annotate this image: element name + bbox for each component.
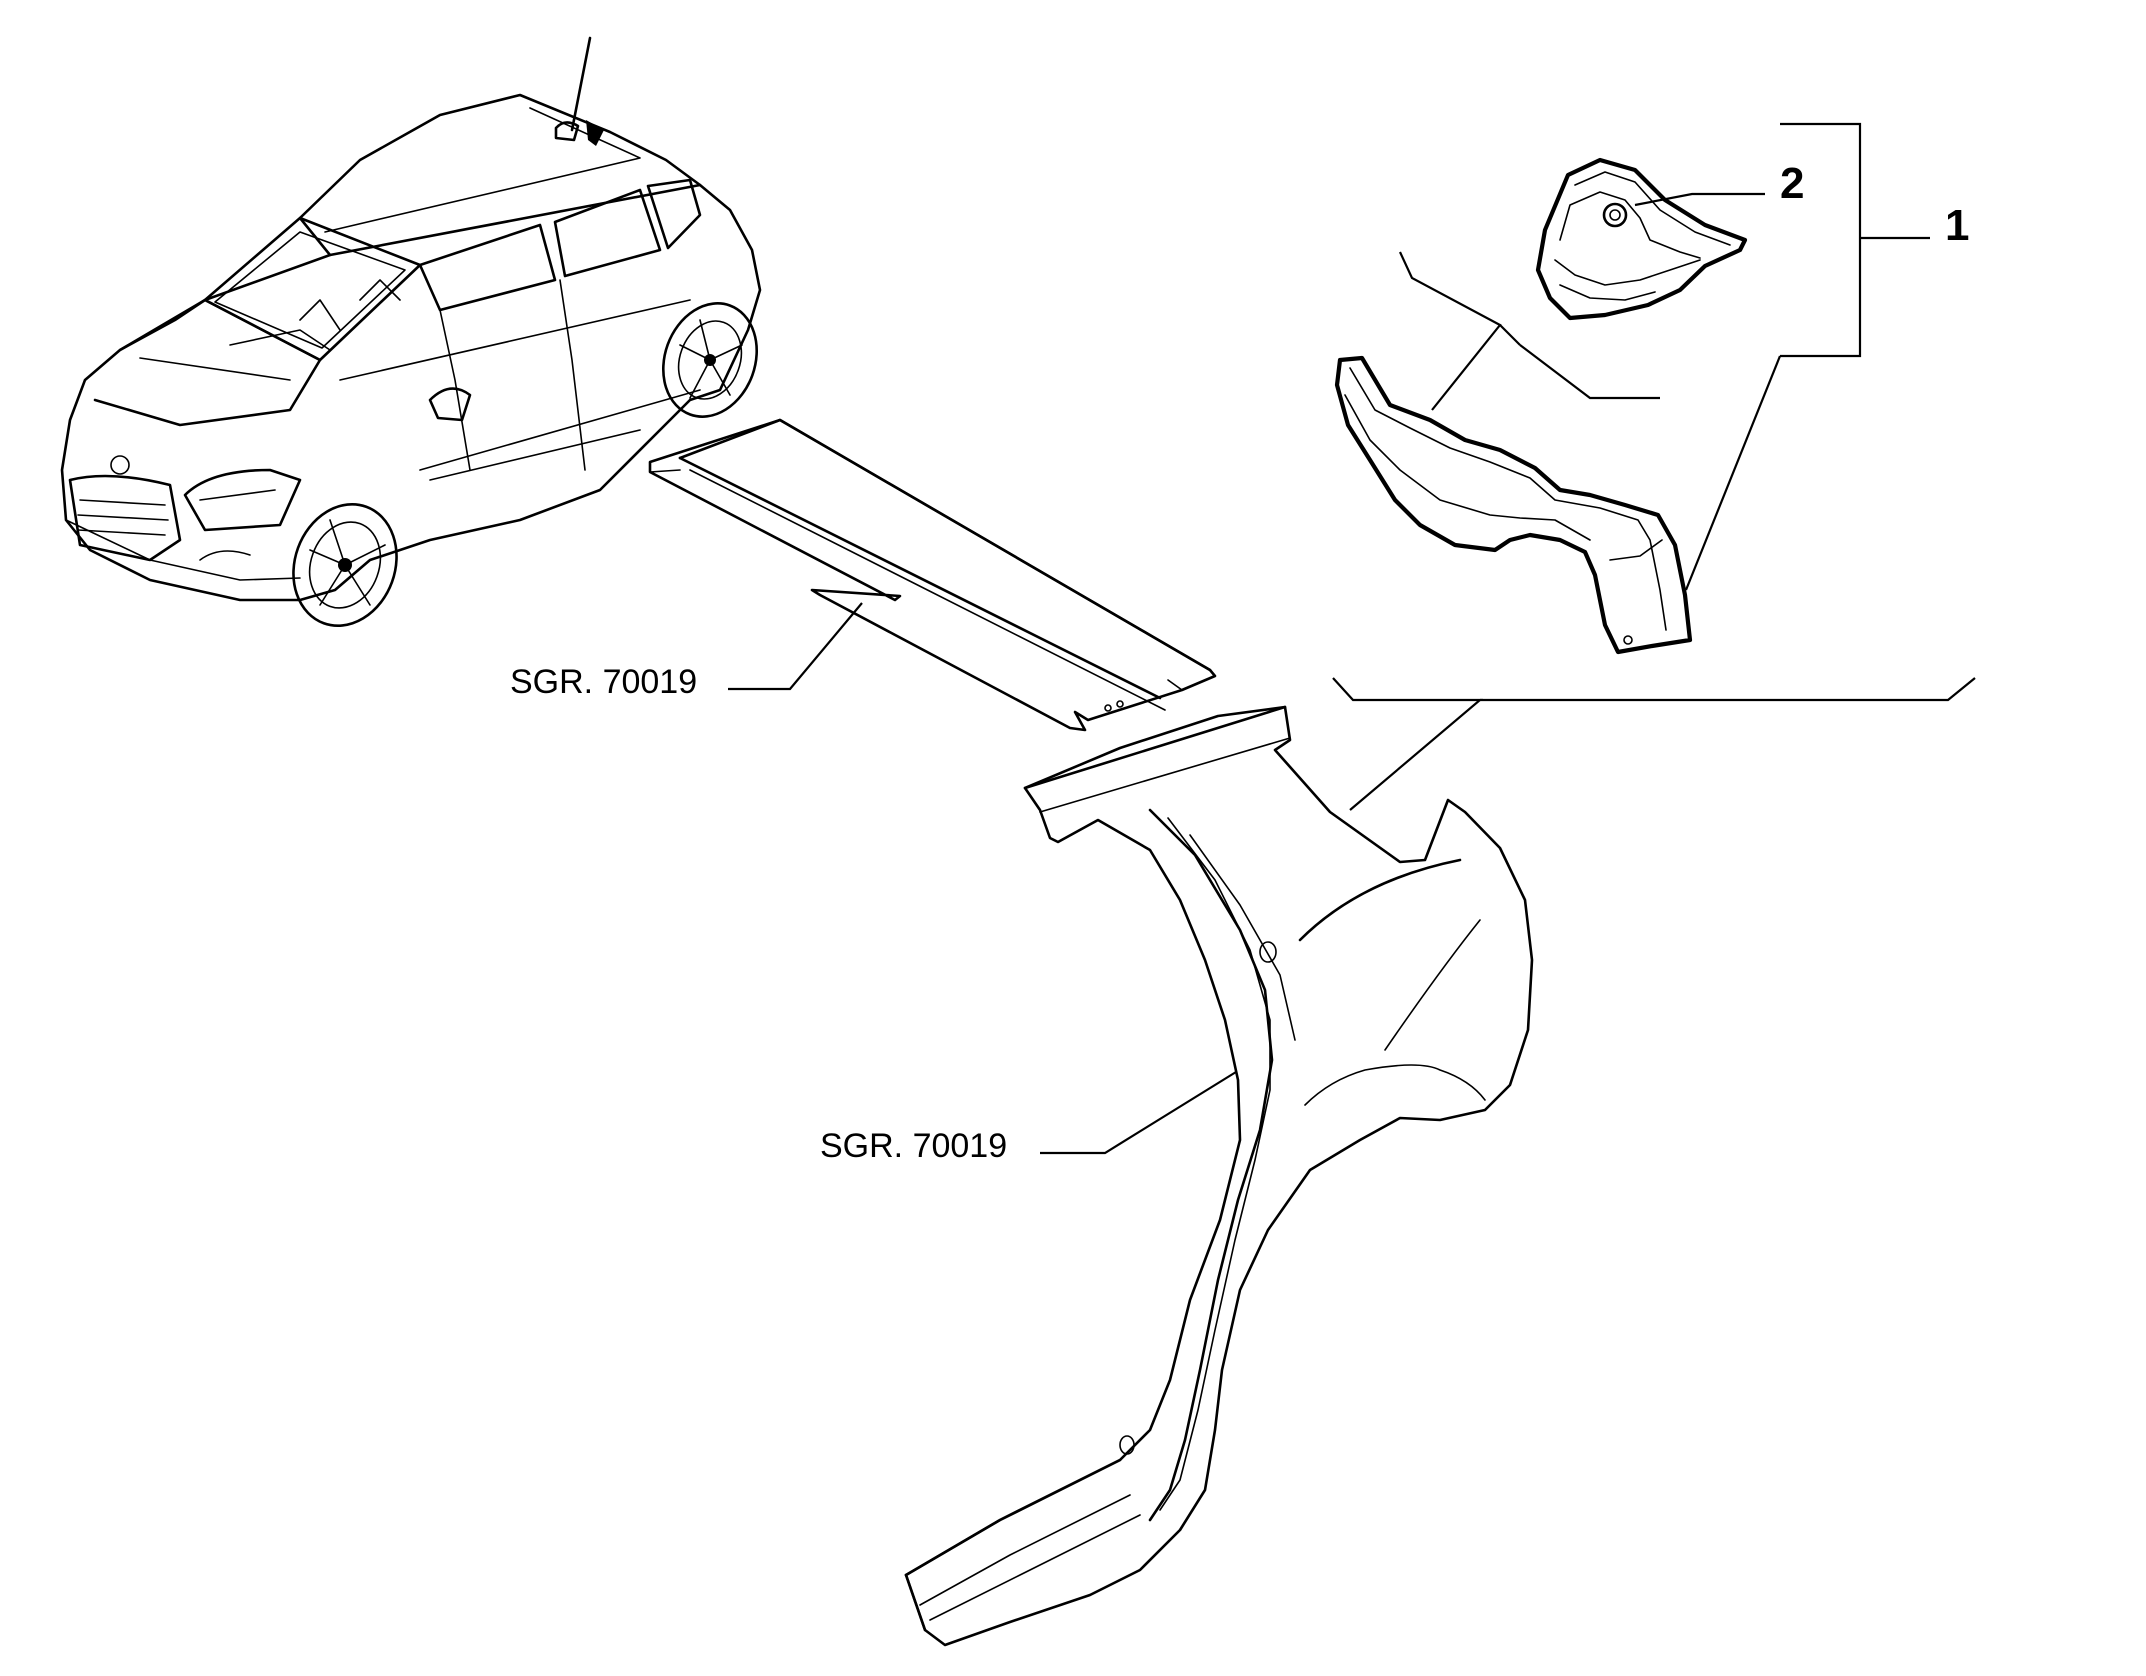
- reference-label-upper: SGR. 70019: [510, 663, 697, 701]
- part-1-seal-channel: [1334, 355, 1693, 655]
- reference-label-lower: SGR. 70019: [820, 1127, 1007, 1165]
- side-body-panel-part: [904, 705, 1534, 1647]
- part-2-bracket: [1535, 157, 1748, 321]
- roof-panel-part: [648, 418, 1217, 732]
- vehicle-overview-illustration: [60, 36, 762, 628]
- callout-number-1: 1: [1945, 201, 1969, 250]
- callout-number-2: 2: [1780, 159, 1804, 208]
- leader-lines: [728, 122, 1976, 1155]
